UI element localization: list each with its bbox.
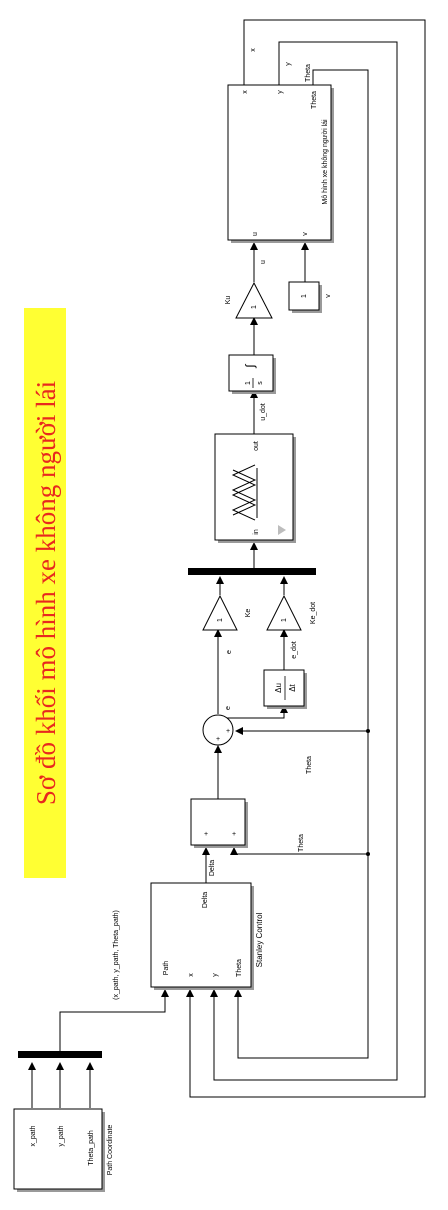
title-highlight [24,308,66,878]
stanley-control-name: Stanley Control [255,912,264,967]
signal-x-label: x [250,48,257,52]
stanley-input-x-label: x [188,973,195,977]
integrator-numerator: 1 [245,381,252,385]
sum-rect-sign-1: + [204,831,208,838]
diagram-title: Sơ đồ khối mô hình xe không người lái [24,308,66,878]
sum-rect-sign-2: + [232,831,236,838]
gain-ke-name: Ke [245,609,252,618]
sum-block-rect[interactable]: + + [190,798,248,848]
gain-ke-value: 1 [217,618,224,622]
vehicle-output-x-label: x [242,90,249,94]
stanley-input-theta-label: Theta [236,959,243,977]
port-y-path-label: y_path [58,1125,65,1146]
derivative-numerator: Δu [274,683,283,693]
vehicle-input-u-label: u [252,232,259,236]
signal-y-label: y [285,62,292,66]
signal-v-label: v [325,294,332,298]
port-theta-path-label: Theta_path [88,1130,95,1166]
path-coordinate-block[interactable]: x_path y_path Theta_path Path Coordinate [13,1108,114,1192]
gain-ke-dot-name: Ke_dot [310,602,317,624]
port-x-path-label: x_path [30,1125,37,1146]
path-mux-bar[interactable] [18,1051,102,1058]
derivative-block[interactable]: Δu Δt [263,669,307,709]
signal-theta-label-b: Theta [306,756,313,774]
membership-function-icon [231,464,258,521]
signal-wires [28,19,426,1108]
integrator-denominator: s [257,381,264,385]
signal-e-label-b: e [225,706,232,710]
signal-u-label: u [260,260,267,264]
vehicle-output-theta-label: Theta [311,91,318,109]
constant-v-value: 1 [301,294,308,298]
integrator-block[interactable]: 1 s ∫ [228,354,276,394]
vehicle-model-name: Mô hình xe không người lái [322,119,329,205]
vehicle-model-block[interactable]: x y Theta u v Mô hình xe không người lái [227,84,334,243]
fuzzy-mux-bar[interactable] [188,568,316,575]
stanley-output-delta-label: Delta [202,892,209,908]
fuzzy-controller-block[interactable]: in out [214,433,296,543]
signal-delta-label: Delta [209,860,216,876]
sum-circle-sign-2: + [226,728,230,735]
gain-ke-dot-block[interactable]: 1 Ke_dot [266,594,317,631]
vehicle-output-y-label: y [277,90,284,94]
fuzzy-in-label: in [253,529,260,535]
path-signal-label: (x_path, y_path, Theta_path) [113,910,120,1000]
title-text: Sơ đồ khối mô hình xe không người lái [31,381,61,805]
stanley-input-path-label: Path [163,961,170,976]
gain-ku-value: 1 [251,305,258,309]
stanley-input-y-label: y [212,973,219,977]
signal-e-dot-label: e_dot [291,641,298,659]
signal-u-dot-label: u_dot [260,403,267,421]
derivative-denominator: Δt [288,683,297,691]
stanley-control-block[interactable]: Path x y Theta Delta Stanley Control [150,882,264,990]
fuzzy-out-label: out [253,441,260,451]
gain-ke-block[interactable]: 1 Ke [202,594,252,631]
gain-ke-dot-value: 1 [281,618,288,622]
signal-theta-out-label: Theta [305,64,312,82]
signal-e-label-a: e [226,650,233,654]
gain-ku-block[interactable]: 1 Ku [225,281,273,319]
fuzzy-arrow-icon [278,525,286,535]
gain-ku-name: Ku [225,296,232,305]
path-coordinate-name: Path Coordinate [107,1125,114,1176]
integral-icon: ∫ [243,364,257,369]
constant-v-block[interactable]: 1 [288,281,322,313]
vehicle-input-v-label: v [302,232,309,236]
sum-block-circle[interactable]: + + [202,714,234,746]
sum-circle-sign-1: + [216,736,220,743]
signal-theta-label-a: Theta [298,834,305,852]
